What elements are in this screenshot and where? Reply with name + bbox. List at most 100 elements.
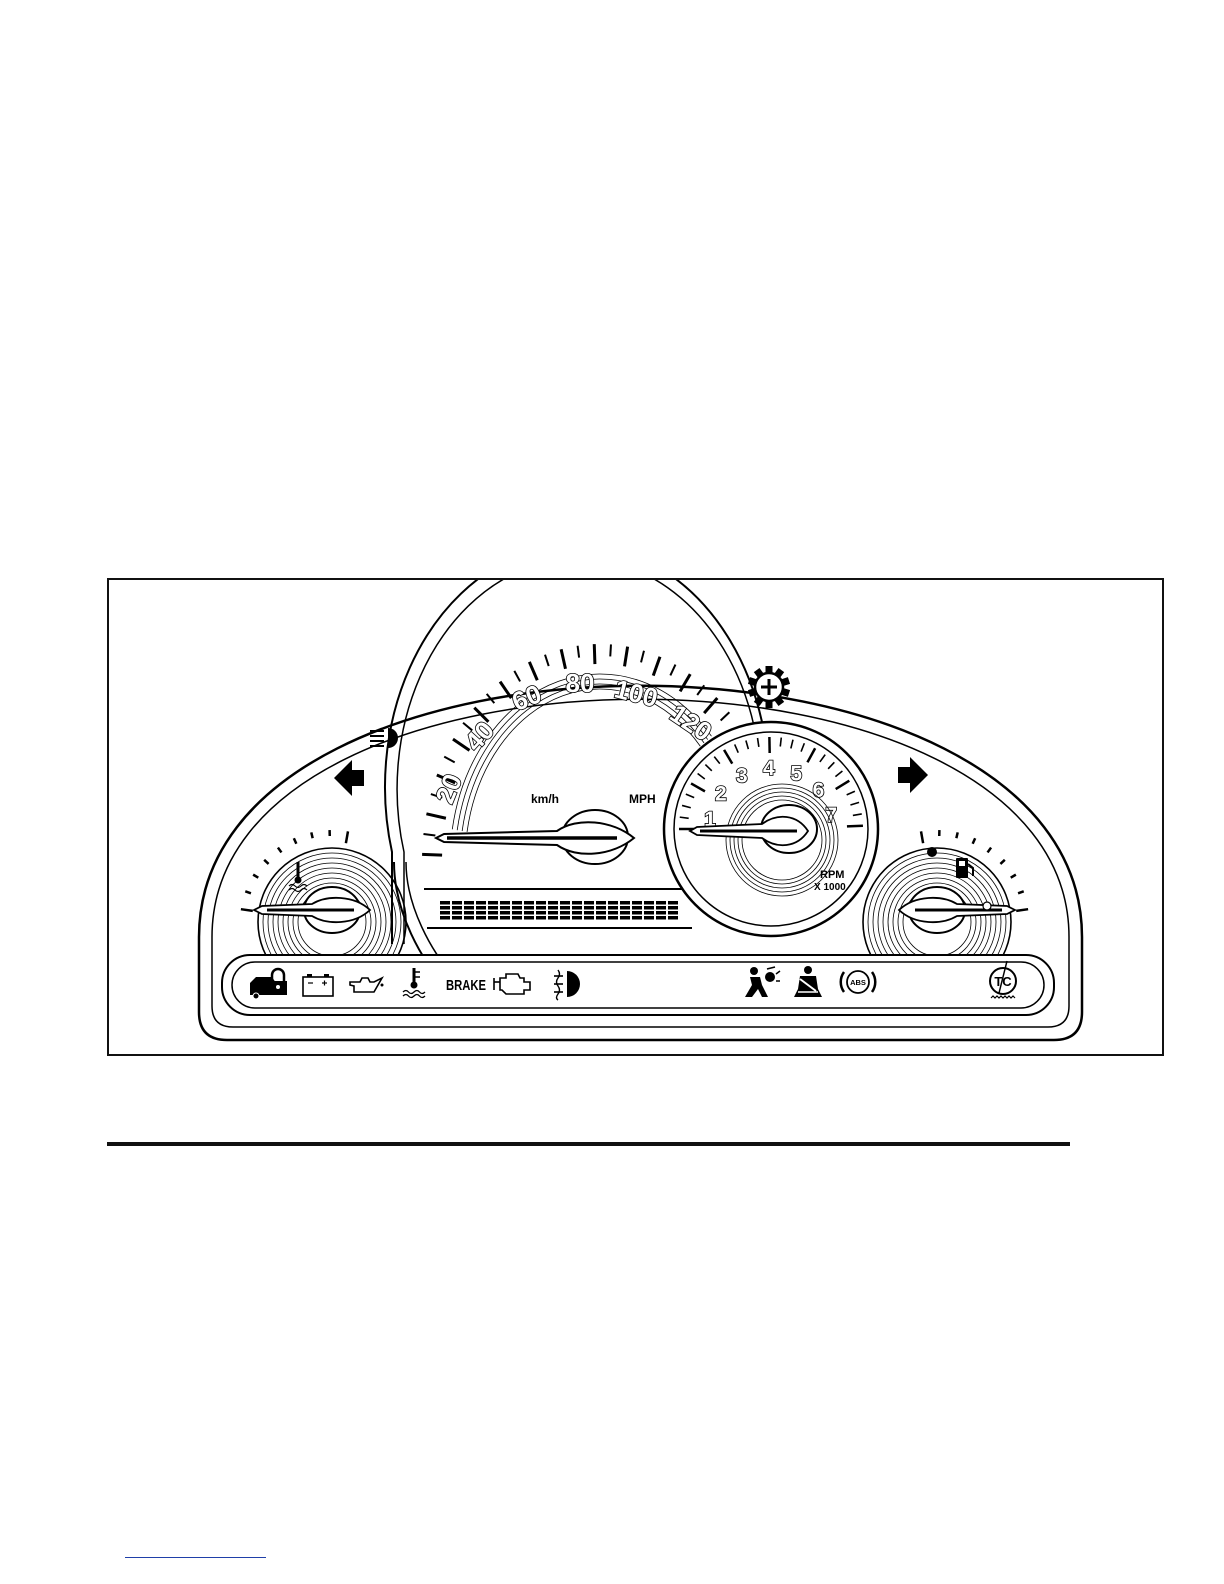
odometer-segment	[440, 901, 450, 905]
odometer-segment	[452, 901, 462, 905]
odometer-segment	[668, 911, 678, 915]
gauge-tick	[278, 848, 282, 853]
section-divider	[107, 1142, 1070, 1146]
odometer-segment	[548, 901, 558, 905]
speedometer-tick	[680, 674, 690, 691]
odometer-segment	[500, 906, 510, 910]
odometer-segment	[524, 916, 534, 920]
gauge-tick	[311, 832, 312, 838]
odometer-display	[440, 901, 678, 920]
odometer-segment	[632, 906, 642, 910]
odometer-segment	[536, 916, 546, 920]
odometer-segment	[632, 901, 642, 905]
odometer-segment	[572, 901, 582, 905]
odometer-segment	[596, 901, 606, 905]
odometer-segment	[452, 906, 462, 910]
odometer-segment	[512, 906, 522, 910]
tachometer: 1234567 RPM X 1000	[664, 722, 878, 936]
odometer-segment	[560, 906, 570, 910]
instrument-cluster-illustration: 20406080100120 km/h MPH	[109, 580, 1162, 1054]
odometer-segment	[464, 906, 474, 910]
gauge-tick	[1011, 875, 1016, 878]
footer-link-underline	[125, 1557, 266, 1558]
odometer-segment	[644, 916, 654, 920]
odometer-segment	[440, 911, 450, 915]
odometer-segment	[632, 911, 642, 915]
odometer-segment	[584, 901, 594, 905]
odometer-segment	[644, 911, 654, 915]
tachometer-tick	[780, 738, 781, 747]
speedometer-label: 60	[508, 678, 546, 717]
odometer-segment	[608, 916, 618, 920]
speedometer-tick	[641, 651, 644, 663]
odometer-segment	[464, 916, 474, 920]
odometer-segment	[668, 906, 678, 910]
odometer-segment	[668, 901, 678, 905]
tachometer-label: 5	[790, 762, 802, 785]
high-beam-icon	[370, 728, 398, 748]
odometer-segment	[488, 901, 498, 905]
odometer-segment	[488, 916, 498, 920]
odometer-segment	[656, 906, 666, 910]
odometer-segment	[560, 916, 570, 920]
speedometer-tick	[653, 657, 660, 676]
odometer-segment	[644, 901, 654, 905]
odometer-segment	[452, 911, 462, 915]
rpm-multiplier-label: X 1000	[814, 882, 846, 893]
tachometer-label: 6	[813, 779, 825, 802]
speedometer-tick	[423, 834, 435, 836]
speedometer-tick	[514, 671, 520, 682]
telltale-strip-outer	[222, 955, 1054, 1015]
odometer-segment	[512, 901, 522, 905]
odometer-segment	[524, 901, 534, 905]
odometer-segment	[584, 906, 594, 910]
odometer-segment	[476, 901, 486, 905]
odometer-segment	[572, 916, 582, 920]
speedometer-label: 20	[429, 770, 468, 808]
odometer-segment	[620, 916, 630, 920]
speedometer-tick	[670, 665, 675, 676]
gauge-tick	[956, 832, 957, 838]
turn-right-arrow-icon	[898, 757, 928, 793]
odometer-segment	[620, 901, 630, 905]
speedometer-tick	[444, 757, 455, 763]
mph-unit-label: MPH	[629, 792, 656, 806]
odometer-segment	[644, 906, 654, 910]
odometer-segment	[440, 906, 450, 910]
odometer-segment	[572, 911, 582, 915]
fuel-empty-dot	[927, 847, 937, 857]
speedometer-tick	[610, 644, 611, 656]
odometer-segment	[536, 901, 546, 905]
service-gear-icon	[748, 666, 790, 708]
gauge-tick	[988, 848, 992, 853]
odometer-segment	[584, 916, 594, 920]
gauge-tick	[245, 891, 251, 893]
tachometer-label: 4	[763, 757, 775, 780]
odometer-segment	[656, 901, 666, 905]
gauge-tick	[253, 875, 258, 878]
speedometer-label: 40	[458, 715, 500, 757]
odometer-segment	[440, 916, 450, 920]
speedometer-tick	[704, 698, 717, 713]
gauge-tick	[1016, 909, 1028, 911]
odometer-segment	[572, 906, 582, 910]
odometer-segment	[560, 901, 570, 905]
brake-telltale: BRAKE	[446, 977, 486, 994]
odometer-segment	[524, 906, 534, 910]
odometer-segment	[596, 911, 606, 915]
speedometer-tick	[594, 644, 595, 664]
speedometer-tick	[625, 647, 628, 667]
gauge-tick	[973, 838, 975, 843]
speedometer-tick	[426, 814, 446, 818]
gauge-tick	[921, 831, 923, 843]
odometer-segment	[476, 911, 486, 915]
speedometer-tick	[578, 646, 580, 658]
tachometer-label: 2	[715, 783, 727, 806]
odometer-segment	[548, 916, 558, 920]
fuel-pump-icon	[956, 858, 973, 878]
odometer-segment	[500, 916, 510, 920]
odometer-segment	[536, 906, 546, 910]
speedometer-label: 80	[566, 668, 595, 698]
odometer-segment	[476, 906, 486, 910]
odometer-segment	[656, 911, 666, 915]
